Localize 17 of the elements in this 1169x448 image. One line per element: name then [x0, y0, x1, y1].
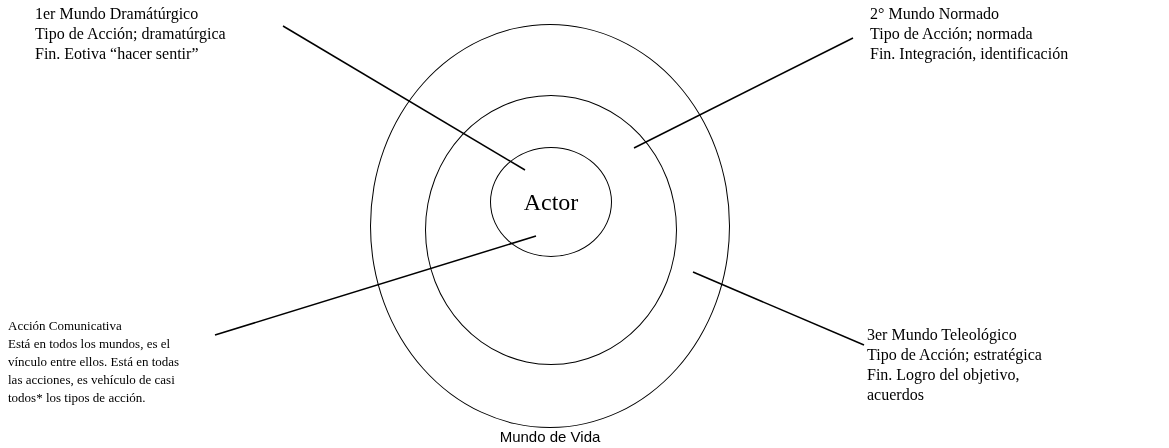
world-description: Está en todos los mundos, es el vínculo entre ellos. Está en todas las acciones, es vehículo de casi todos* los tipos de acción.	[8, 335, 181, 407]
world-heading: 1er Mundo Dramátúrgico	[35, 4, 199, 24]
world-description: Tipo de Acción; dramatúrgica	[35, 24, 226, 44]
world-heading: 2° Mundo Normado	[870, 4, 1000, 24]
world-description: Fin. Eotiva “hacer sentir”	[35, 44, 199, 64]
world-description: Fin. Logro del objetivo, acuerdos	[867, 365, 1021, 405]
leader-line	[633, 37, 854, 149]
diagram-caption: Mundo de Vida	[499, 428, 601, 445]
world-description: Tipo de Acción; estratégica	[867, 345, 1042, 365]
leader-line	[214, 235, 537, 336]
leader-line	[282, 25, 526, 171]
leader-line	[692, 271, 865, 346]
world-description: Tipo de Acción; normada	[870, 24, 1033, 44]
world-description: Fin. Integración, identificación	[870, 44, 1069, 64]
world-heading: 3er Mundo Teleológico	[867, 325, 1017, 345]
world-heading: Acción Comunicativa	[8, 317, 122, 335]
actor-label: Actor	[523, 187, 579, 217]
